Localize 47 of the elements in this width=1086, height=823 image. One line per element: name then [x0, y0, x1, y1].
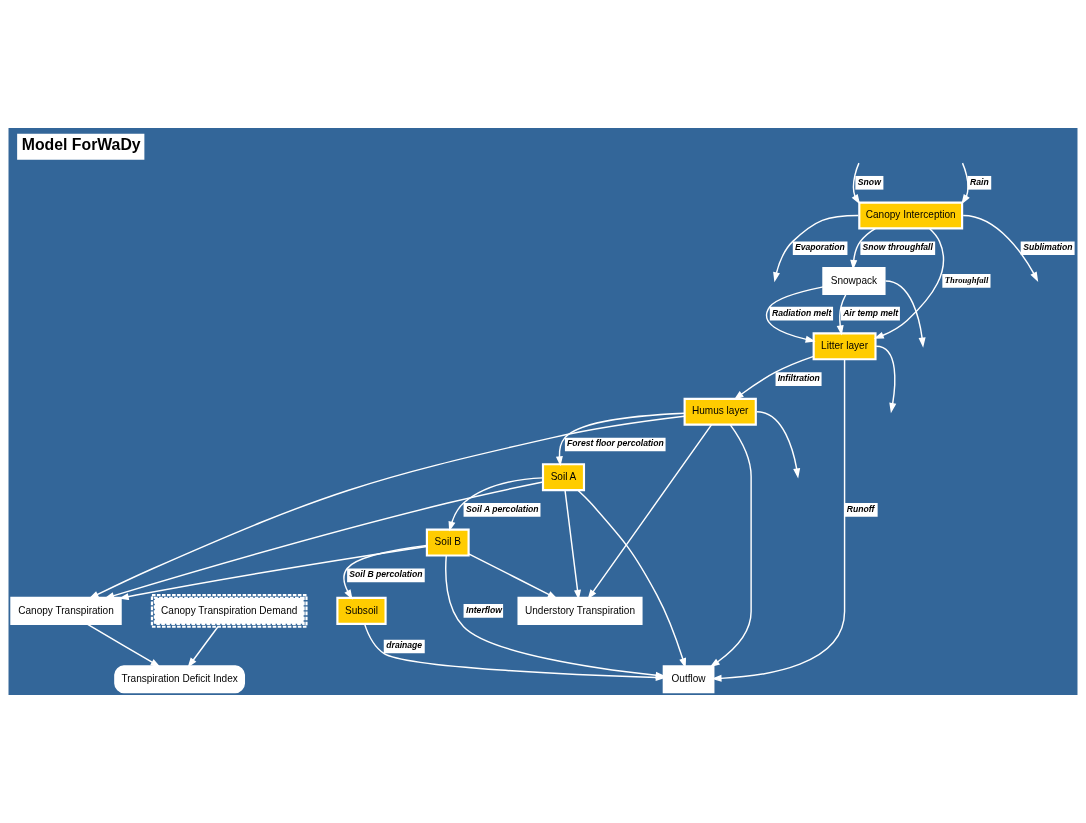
arrow [587, 424, 713, 600]
arrow [88, 415, 686, 599]
arrow [884, 280, 926, 348]
node-box: Outflow [662, 665, 715, 694]
edge-label: Interflow [466, 604, 502, 615]
arrow [709, 424, 752, 668]
arrow [773, 214, 859, 283]
node-box: Canopy Transpiration [10, 596, 122, 625]
edge-label: Soil A percolation [466, 503, 539, 514]
diagram-title: Model ForWaDy [21, 136, 141, 153]
arrow [962, 214, 1039, 283]
node-box: Litter layer [812, 332, 877, 361]
edge-label: Rain [970, 176, 989, 187]
arrow [555, 412, 686, 467]
arrow [873, 227, 945, 339]
edge-label: Soil B percolation [349, 569, 423, 580]
arrow [756, 411, 801, 479]
edge-label: Snow throughfall [862, 242, 933, 253]
arrow [187, 626, 219, 668]
edge-label: Snow [857, 176, 881, 187]
edge-label: drainage [386, 640, 423, 651]
edge-label: Sublimation [1023, 242, 1073, 253]
arrow [851, 162, 861, 205]
arrow [765, 286, 824, 343]
node-box: Canopy Interception [858, 201, 964, 230]
node-box: Transpiration Deficit Index [114, 665, 245, 694]
node-box: Humus layer [683, 397, 757, 426]
arrow [733, 355, 815, 400]
node-box: Subsoil [336, 596, 387, 625]
node-box: Understory Transpiration [517, 596, 643, 625]
arrow [711, 358, 846, 682]
edge-label: Forest floor percolation [567, 438, 664, 449]
arrow [875, 345, 897, 414]
edge-label: Runoff [846, 503, 875, 514]
edge-label: Throughfall [944, 274, 989, 285]
edge-label: Infiltration [777, 372, 820, 383]
arrow [468, 553, 558, 599]
arrow [86, 623, 161, 668]
node-box: Soil B [425, 528, 470, 557]
arrow [836, 293, 847, 336]
edge-label: Air temp melt [843, 307, 899, 318]
node-box: Soil A [541, 463, 586, 492]
arrow [961, 162, 970, 205]
node-box: Snowpack [822, 266, 886, 295]
edge-label: Radiation melt [771, 307, 832, 318]
arrow [577, 489, 687, 669]
edge-label: Evaporation [794, 242, 845, 253]
